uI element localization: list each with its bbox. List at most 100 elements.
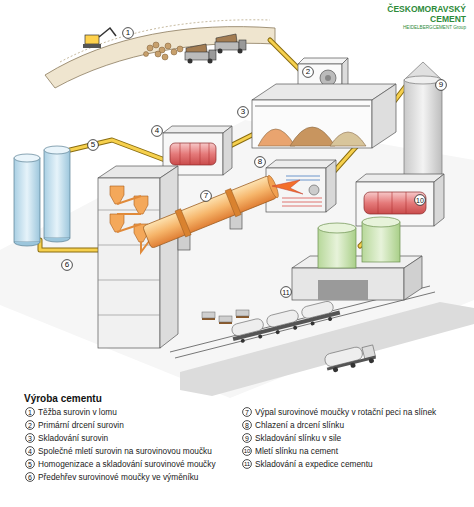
dump-truck bbox=[215, 42, 239, 50]
quarry bbox=[45, 20, 275, 88]
rail-tanker bbox=[240, 338, 245, 343]
cement-silos bbox=[362, 217, 400, 227]
quarry bbox=[144, 52, 149, 57]
cement-pallets bbox=[202, 312, 215, 318]
dump-truck bbox=[185, 52, 209, 60]
raw-meal-silos bbox=[44, 150, 70, 238]
legend-number: 8 bbox=[245, 422, 249, 429]
ground-plane bbox=[0, 120, 474, 398]
dump-truck bbox=[185, 44, 216, 64]
clinker-cooler bbox=[266, 168, 326, 212]
raw-mill bbox=[200, 143, 201, 165]
raw-mill bbox=[223, 126, 232, 175]
circle-shape bbox=[123, 28, 134, 39]
circle-shape bbox=[281, 287, 292, 298]
legend-number: 9 bbox=[245, 435, 249, 442]
legend-number: 7 bbox=[245, 409, 249, 416]
excavator bbox=[83, 28, 116, 48]
callout-number: 9 bbox=[439, 81, 443, 89]
cement-pallets bbox=[202, 310, 249, 324]
quarry bbox=[155, 51, 161, 57]
excavator bbox=[99, 28, 116, 37]
legend-text: Primární drcení surovin bbox=[38, 420, 124, 430]
callout-number: 3 bbox=[241, 108, 245, 116]
cement-mill bbox=[378, 192, 379, 214]
legend-number: 2 bbox=[28, 422, 32, 429]
rail-tanker bbox=[301, 300, 335, 319]
cement-silos bbox=[318, 280, 368, 300]
clinker-cooler bbox=[266, 160, 336, 212]
circle-shape bbox=[26, 408, 35, 417]
clinker-cooler bbox=[266, 160, 336, 168]
callout-circle: 6 bbox=[61, 259, 73, 271]
storage-hall bbox=[255, 106, 370, 107]
callout-circle: 4 bbox=[151, 125, 163, 137]
preheater-tower bbox=[110, 214, 124, 232]
legend-number: 11 bbox=[244, 461, 250, 467]
clinker-cooler bbox=[282, 206, 322, 207]
cement-silos bbox=[362, 222, 400, 262]
rotary-kiln bbox=[175, 209, 191, 237]
cement-silos bbox=[292, 217, 422, 300]
circle-shape bbox=[415, 195, 426, 206]
preheater-tower bbox=[110, 186, 124, 204]
callout-circle: 2 bbox=[302, 66, 314, 78]
legend-number: 5 bbox=[28, 461, 32, 468]
legend-number-circle: 5 bbox=[25, 459, 35, 469]
legend-text: Homogenizace a skladování surovinové mou… bbox=[38, 459, 216, 469]
transport-ways bbox=[175, 292, 435, 358]
clinker-cooler bbox=[282, 198, 322, 206]
primary-crusher bbox=[320, 70, 336, 86]
circle-shape bbox=[243, 421, 252, 430]
preheater-tower bbox=[98, 178, 160, 348]
raw-mill bbox=[170, 143, 216, 165]
diagram-title: Výroba cementu bbox=[24, 393, 102, 404]
preheater-tower bbox=[98, 315, 160, 316]
preheater-tower bbox=[117, 224, 141, 232]
clinker-cooler bbox=[286, 176, 320, 180]
callout-number: 10 bbox=[416, 197, 424, 204]
legend-number: 6 bbox=[28, 474, 32, 481]
cement-mill bbox=[356, 182, 434, 226]
quarry bbox=[45, 27, 275, 88]
storage-hall bbox=[252, 84, 396, 100]
cement-pallets bbox=[236, 310, 249, 316]
quarry bbox=[144, 42, 184, 60]
callout-circle: 3 bbox=[237, 106, 249, 118]
excavator bbox=[85, 35, 99, 44]
callout-number: 6 bbox=[65, 261, 69, 269]
preheater-tower bbox=[98, 280, 160, 281]
legend-number-circle: 9 bbox=[242, 433, 252, 443]
callout-number: 4 bbox=[155, 127, 159, 135]
cement-silos bbox=[318, 228, 356, 268]
legend-text: Skladování slínku v sile bbox=[255, 433, 341, 443]
cement-silos bbox=[318, 223, 356, 233]
storage-hall bbox=[372, 84, 396, 148]
legend-item: Předehřev surovinové moučky ve výměníku bbox=[38, 472, 198, 482]
cement-pallets bbox=[219, 322, 232, 324]
circle-shape bbox=[303, 67, 314, 78]
preheater-tower bbox=[110, 186, 148, 242]
callout-circle: 10 bbox=[414, 194, 426, 206]
legend-number: 4 bbox=[28, 448, 32, 455]
callout-circle: 11 bbox=[280, 286, 292, 298]
preheater-tower bbox=[117, 213, 141, 215]
circle-shape bbox=[201, 191, 212, 202]
circle-shape bbox=[436, 80, 447, 91]
group-logo-text: HEIDELBERGCEMENT Group bbox=[346, 25, 466, 31]
legend-text: Výpal surovinové moučky v rotační peci n… bbox=[255, 407, 436, 417]
cement-mill bbox=[356, 174, 444, 226]
legend-text: Mletí slínku na cement bbox=[255, 446, 338, 456]
quarry bbox=[165, 43, 171, 49]
transport-ways bbox=[170, 286, 474, 396]
cement-silos bbox=[292, 268, 404, 300]
callout-circle: 8 bbox=[254, 156, 266, 168]
callout-circle: 9 bbox=[435, 79, 447, 91]
legend-item: Skladování a expedice cementu bbox=[255, 459, 373, 469]
circle-shape bbox=[243, 447, 252, 456]
legend-text: Skladování surovin bbox=[38, 433, 108, 443]
cement-mill bbox=[406, 192, 407, 214]
circle-shape bbox=[26, 434, 35, 443]
